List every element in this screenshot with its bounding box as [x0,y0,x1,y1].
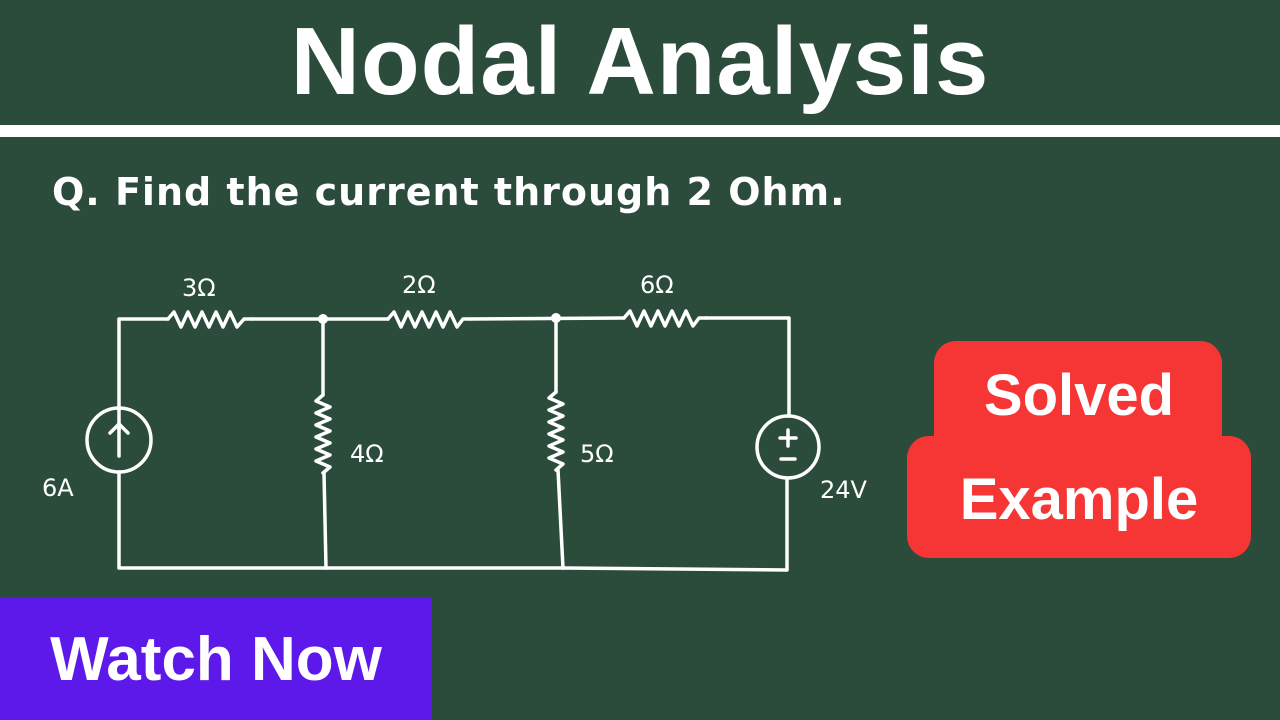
resistor-5-ohm [547,390,565,472]
label-4-ohm: 4Ω [350,440,384,468]
solved-badge-bottom [907,436,1251,558]
label-5-ohm: 5Ω [580,440,614,468]
badge-line-1: Solved [983,363,1175,428]
resistor-4-ohm [314,393,332,475]
resistor-6-ohm [622,309,708,328]
label-24-volt: 24V [820,476,868,504]
resistor-2-ohm [386,310,472,329]
label-6-amp: 6A [42,474,74,502]
page-title: Nodal Analysis [290,8,990,115]
label-3-ohm: 3Ω [182,274,216,302]
voltage-source [755,414,821,480]
question-text: Q. Find the current through 2 Ohm. [52,170,846,214]
resistor-3-ohm [166,310,254,329]
label-2-ohm: 2Ω [402,271,436,299]
watch-now-button[interactable]: Watch Now [0,598,432,720]
label-6-ohm: 6Ω [640,271,674,299]
badge-line-2: Example [959,467,1199,532]
title-divider [0,125,1280,137]
